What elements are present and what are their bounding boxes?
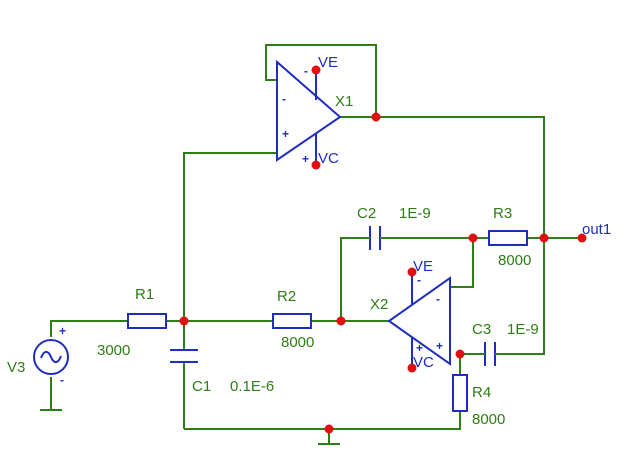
junction-nodes	[179, 65, 587, 434]
c2-label: C2	[357, 205, 376, 222]
x1-label: X1	[335, 93, 353, 110]
node-r2-x2	[336, 316, 346, 326]
node-x2-ve	[407, 267, 417, 277]
r4-value: 8000	[472, 411, 505, 428]
node-r3-out	[539, 233, 549, 243]
r1-label: R1	[135, 286, 154, 303]
c1-label: C1	[192, 378, 211, 395]
x1-pwr-minus: -	[304, 64, 308, 78]
c3-label: C3	[472, 321, 491, 338]
capacitor-c2: C2 1E-9	[357, 205, 431, 250]
voltage-source-v3: + - V3	[7, 324, 69, 387]
capacitor-c3: C3 1E-9	[472, 321, 539, 366]
r1-value: 3000	[97, 342, 130, 359]
r2-label: R2	[277, 288, 296, 305]
x2-pwr-plus: +	[416, 341, 423, 355]
node-out1	[577, 233, 587, 243]
x1-vc-label: VC	[318, 150, 339, 167]
x2-label: X2	[370, 296, 388, 313]
resistor-r2: R2 8000	[272, 288, 314, 351]
node-x1-ve	[311, 65, 321, 75]
c2-value: 1E-9	[399, 205, 431, 222]
r4-label: R4	[472, 384, 491, 401]
node-c2-r3	[468, 233, 478, 243]
output-label: out1	[582, 221, 611, 238]
node-x2-c3	[455, 349, 465, 359]
x1-pwr-plus: +	[302, 152, 309, 166]
x1-plus-label: +	[282, 127, 289, 141]
x2-vc-label: VC	[413, 354, 434, 371]
node-ground	[324, 424, 334, 434]
node-x1-vc	[311, 160, 321, 170]
node-x1-out	[371, 112, 381, 122]
v3-plus: +	[59, 324, 66, 338]
x2-pwr-minus: -	[417, 273, 421, 287]
v3-minus: -	[60, 373, 64, 387]
opamp-x2: - + - + X2 VE VC	[370, 258, 451, 371]
r2-value: 8000	[281, 334, 314, 351]
resistor-r1: R1 3000	[97, 286, 167, 359]
v3-label: V3	[7, 359, 25, 376]
r3-label: R3	[493, 205, 512, 222]
x2-ve-label: VE	[413, 258, 433, 275]
wires	[40, 44, 582, 445]
c3-value: 1E-9	[507, 321, 539, 338]
capacitor-c1: C1 0.1E-6	[170, 349, 274, 395]
x2-minus-label: -	[436, 292, 440, 306]
x1-ve-label: VE	[318, 54, 338, 71]
node-r1-r2	[179, 316, 189, 326]
r3-value: 8000	[498, 252, 531, 269]
x1-minus-label: -	[282, 92, 286, 106]
resistor-r3: R3 8000	[488, 205, 531, 269]
x2-plus-label: +	[436, 339, 443, 353]
node-x2-vc	[407, 363, 417, 373]
c1-value: 0.1E-6	[230, 378, 274, 395]
opamp-x1: - + - + X1 VE VC	[276, 54, 353, 167]
resistor-r4: R4 8000	[452, 374, 505, 428]
